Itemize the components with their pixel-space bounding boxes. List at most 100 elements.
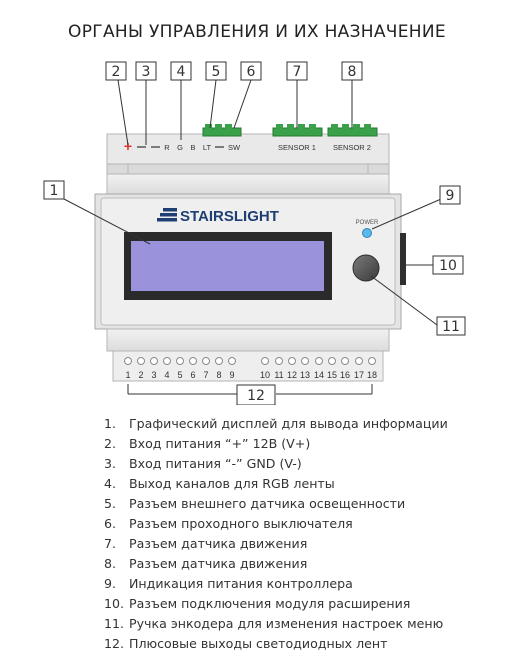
pin-number-label: 4 [164,370,169,380]
terminal-r-label: R [164,143,170,152]
legend-item-number: 5. [104,496,117,511]
pin-number-label: 15 [327,370,337,380]
terminal-screw-icon [368,357,376,365]
terminal-screw-icon [202,357,210,365]
callout-box [439,185,461,205]
legend-item: 11. Ручка энкодера для изменения настроек… [104,614,448,634]
logo-text: STAIRSLIGHT [180,208,279,225]
pin-number-label: 12 [287,370,297,380]
legend-item-number: 8. [104,556,117,571]
pin-number-label: 8 [216,370,221,380]
power-label: POWER [356,220,379,226]
legend-item: 7. Разъем датчика движения [104,534,448,554]
terminal-screw-icon [189,357,197,365]
legend-item-number: 6. [104,516,117,531]
callout-9: 9 [446,188,455,204]
terminal-screw-icon [215,357,223,365]
legend-item-text: Разъем датчика движения [129,556,308,571]
callout-4: 4 [177,64,186,80]
top-terminal-block [106,133,390,175]
logo-stripe-icon [160,213,177,217]
legend-item: 8. Разъем датчика движения [104,554,448,574]
callout-1: 1 [50,183,59,199]
terminal-screw-icon [288,357,296,365]
callout-8: 8 [348,64,357,80]
terminal-screw-icon [328,357,336,365]
lcd-display [124,232,332,300]
page-title: ОРГАНЫ УПРАВЛЕНИЯ И ИХ НАЗНАЧЕНИЕ [68,22,446,42]
expansion-connector [400,233,406,285]
bottom-terminal-block [112,350,384,382]
terminal-screw-icon [315,357,323,365]
callout-box [286,61,308,81]
pin-number-label: 9 [229,370,234,380]
legend-item: 10. Разъем подключения модуля расширения [104,594,448,614]
pin-number-label: 3 [151,370,156,380]
terminal-screw-icon [137,357,145,365]
pin-number-label: 6 [190,370,195,380]
pin-number-label: 17 [354,370,364,380]
terminal-screw-icon [341,357,349,365]
pin-number-label: 13 [300,370,310,380]
callout-box [236,384,276,405]
legend-item: 1.Графический дисплей для вывода информа… [104,414,448,434]
pin-number-label: 10 [260,370,270,380]
callout-10: 10 [439,258,457,274]
callout-box [432,255,464,275]
terminal-plus-label: + [124,138,132,154]
legend-item-text: Разъем датчика движения [129,536,308,551]
legend-item-text: Вход питания “+” 12В (V+) [129,436,311,451]
terminal-b-label: B [190,143,195,152]
legend-item-text: Графический дисплей для вывода информаци… [129,416,448,431]
terminal-screw-icon [355,357,363,365]
callout-3: 3 [142,64,151,80]
terminal-screw-icon [150,357,158,365]
terminal-lt-label: LT [203,143,212,152]
callout-box [205,61,227,81]
terminal-screw-icon [124,357,132,365]
callout-box [240,61,262,81]
legend-item: 5. Разъем внешнего датчика освещенности [104,494,448,514]
pin-number-label: 1 [125,370,130,380]
legend-item: 4. Выход каналов для RGB ленты [104,474,448,494]
legend-item-text: Индикация питания контроллера [129,576,353,591]
controller-diagram: + R G B LT SW SENSOR 1 SENSOR 2 STAIRSLI… [43,61,466,405]
pin-number-label: 14 [314,370,324,380]
terminal-screw-icon [163,357,171,365]
power-led-icon [362,228,372,238]
legend-item-number: 10. [104,596,125,611]
encoder-knob[interactable] [352,254,380,282]
legend-item: 3.Вход питания “-” GND (V-) [104,454,448,474]
callout-12: 12 [247,388,265,404]
legend-item-number: 12. [104,636,125,651]
legend-item-text: Разъем проходного выключателя [129,516,353,531]
legend-item-number: 9. [104,576,117,591]
pin-number-label: 7 [203,370,208,380]
terminal-sensor2-label: SENSOR 2 [333,143,371,152]
legend-item-text: Плюсовые выходы светодиодных лент [129,636,388,651]
logo-stripe-icon [157,218,177,222]
legend-item-text: Выход каналов для RGB ленты [129,476,335,491]
terminal-connector-lt-sw [202,124,242,137]
legend-item: 12. Плюсовые выходы светодиодных лент [104,634,448,654]
legend-item-text: Разъем внешнего датчика освещенности [129,496,406,511]
terminal-sensor1-label: SENSOR 1 [278,143,316,152]
pin-number-label: 16 [340,370,350,380]
terminal-g-label: G [177,143,183,152]
legend-item-text: Разъем подключения модуля расширения [129,596,411,611]
legend-item-number: 4. [104,476,117,491]
legend-item-number: 7. [104,536,117,551]
terminal-screw-icon [176,357,184,365]
callout-box [436,316,466,336]
legend-item-text: Ручка энкодера для изменения настроек ме… [129,616,444,631]
legend-item-number: 11. [104,616,125,631]
legend-item-number: 2. [104,436,117,451]
legend-item: 6. Разъем проходного выключателя [104,514,448,534]
legend-item-number: 3. [104,456,117,471]
legend-item: 2. Вход питания “+” 12В (V+) [104,434,448,454]
callout-7: 7 [293,64,302,80]
callout-2: 2 [112,64,121,80]
callout-box [43,180,65,200]
pin-number-label: 5 [177,370,182,380]
terminal-screw-icon [261,357,269,365]
